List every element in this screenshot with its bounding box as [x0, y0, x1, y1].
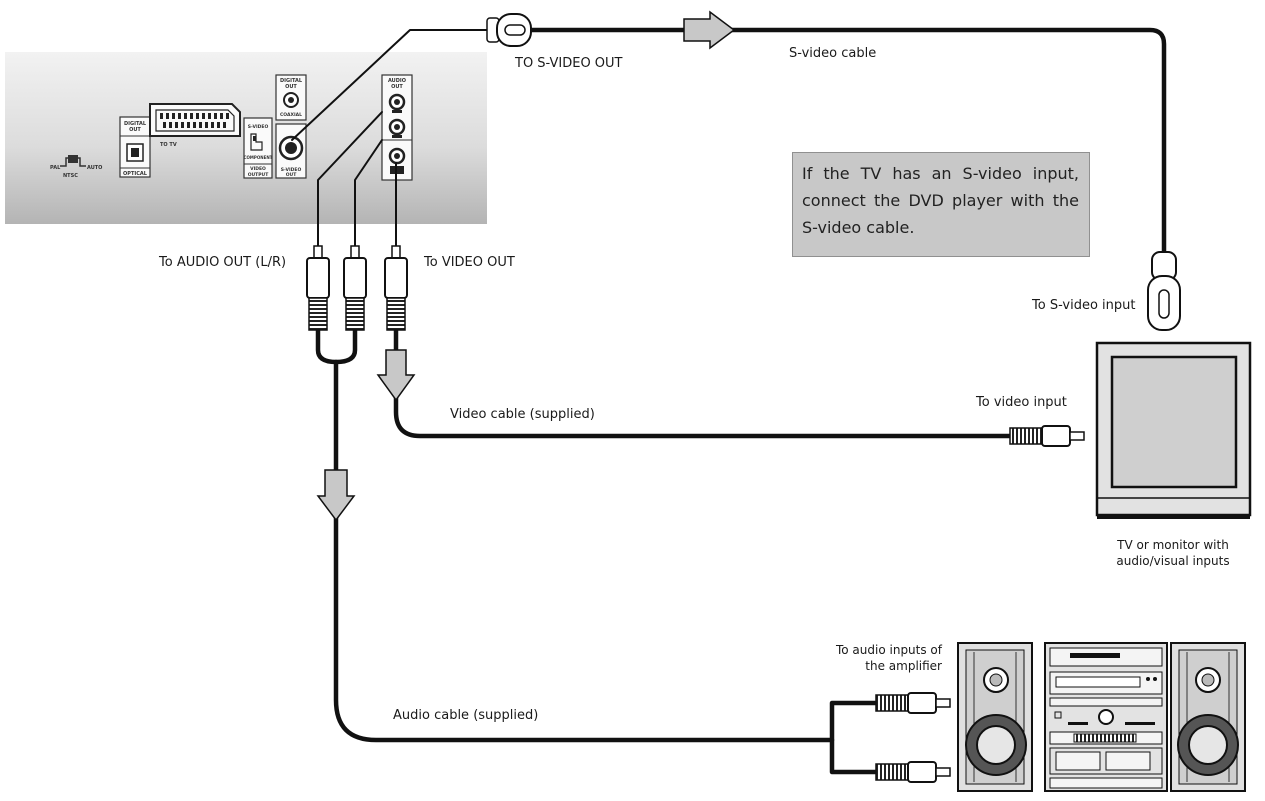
speaker-right: [1170, 642, 1246, 792]
svg-text:NTSC: NTSC: [63, 173, 78, 179]
pal-ntsc-switch: PAL NTSC AUTO: [50, 155, 102, 179]
svg-text:TO TV: TO TV: [160, 142, 177, 148]
svg-text:DIGITAL: DIGITAL: [124, 121, 147, 127]
audio-cable-left: [317, 111, 383, 257]
svg-text:AUDIO: AUDIO: [388, 78, 406, 84]
svideo-plug-top: [486, 13, 532, 47]
rca-plug-audio-right: [343, 245, 367, 331]
svg-text:AUTO: AUTO: [87, 165, 102, 171]
cables: [291, 27, 1167, 775]
speaker-left: [957, 642, 1033, 792]
label-audio-cable: Audio cable (supplied): [393, 708, 539, 723]
arrow-right-svideo: [683, 10, 736, 50]
rca-plug-video: [384, 245, 408, 331]
video-cable-main: [393, 327, 1015, 439]
audio-cable-main: [333, 359, 835, 743]
svideo-note-box: If the TV has an S-video input, connect …: [792, 152, 1090, 257]
svg-text:OUT: OUT: [285, 84, 297, 90]
tv-monitor: [1095, 341, 1252, 519]
optical-digital-out: DIGITAL OUT OPTICAL: [119, 116, 151, 178]
label-video-cable: Video cable (supplied): [450, 407, 595, 422]
svg-text:COAXIAL: COAXIAL: [280, 112, 302, 118]
svg-text:S-VIDEO: S-VIDEO: [248, 124, 269, 130]
dvd-player-rear-panel: PAL NTSC AUTO DIGITAL OUT OPTICAL TO TV: [5, 52, 487, 224]
label-svideo-cable: S-video cable: [789, 46, 877, 61]
rca-plug-amp-upper: [875, 692, 951, 714]
label-tv-caption: TV or monitor with audio/visual inputs: [1116, 538, 1230, 568]
arrow-down-audio: [316, 469, 356, 522]
svg-text:OUT: OUT: [129, 127, 141, 133]
svideo-plug-tv: [1147, 251, 1181, 331]
svg-text:DIGITAL: DIGITAL: [280, 78, 303, 84]
rca-plug-amp-lower: [875, 761, 951, 783]
svg-text:OUTPUT: OUTPUT: [248, 172, 270, 178]
svg-text:PAL: PAL: [50, 165, 61, 171]
amplifier-unit: [1044, 642, 1168, 792]
audio-cable-split: [829, 700, 881, 775]
label-to-video-out: To VIDEO OUT: [424, 255, 515, 270]
audio-cable-right: [354, 139, 383, 257]
svg-text:S-VIDEO: S-VIDEO: [281, 167, 302, 173]
label-to-svideo-input: To S-video input: [1032, 298, 1136, 313]
svideo-component-switch: S-VIDEO COMPONENT VIDEO OUTPUT: [243, 117, 273, 179]
scart-connector: TO TV: [149, 103, 241, 148]
rca-plug-audio-left: [306, 245, 330, 331]
label-to-audio-out: To AUDIO OUT (L/R): [159, 255, 287, 270]
coaxial-digital-out: DIGITAL OUT COAXIAL: [275, 74, 307, 121]
audio-cable-y: [315, 327, 358, 365]
label-to-video-input: To video input: [976, 395, 1067, 410]
rca-plug-tv-video: [1009, 425, 1085, 447]
svideo-cable-main: [527, 27, 1167, 258]
arrow-down-video: [376, 349, 416, 402]
svideo-cable-line: [291, 29, 496, 141]
svideo-out-jack: S-VIDEO OUT: [275, 123, 307, 179]
svg-text:OUT: OUT: [286, 172, 297, 178]
label-to-svideo-out: TO S-VIDEO OUT: [515, 56, 623, 71]
svg-text:OUT: OUT: [391, 84, 403, 90]
svg-text:COMPONENT: COMPONENT: [244, 155, 273, 160]
svg-text:OPTICAL: OPTICAL: [123, 171, 148, 177]
label-to-audio-inputs: To audio inputs of the amplifier: [835, 643, 942, 673]
svg-text:VIDEO: VIDEO: [250, 166, 266, 172]
